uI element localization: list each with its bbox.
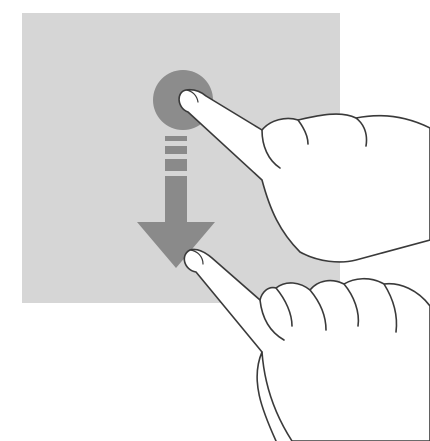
drag-gesture-illustration bbox=[0, 0, 430, 441]
